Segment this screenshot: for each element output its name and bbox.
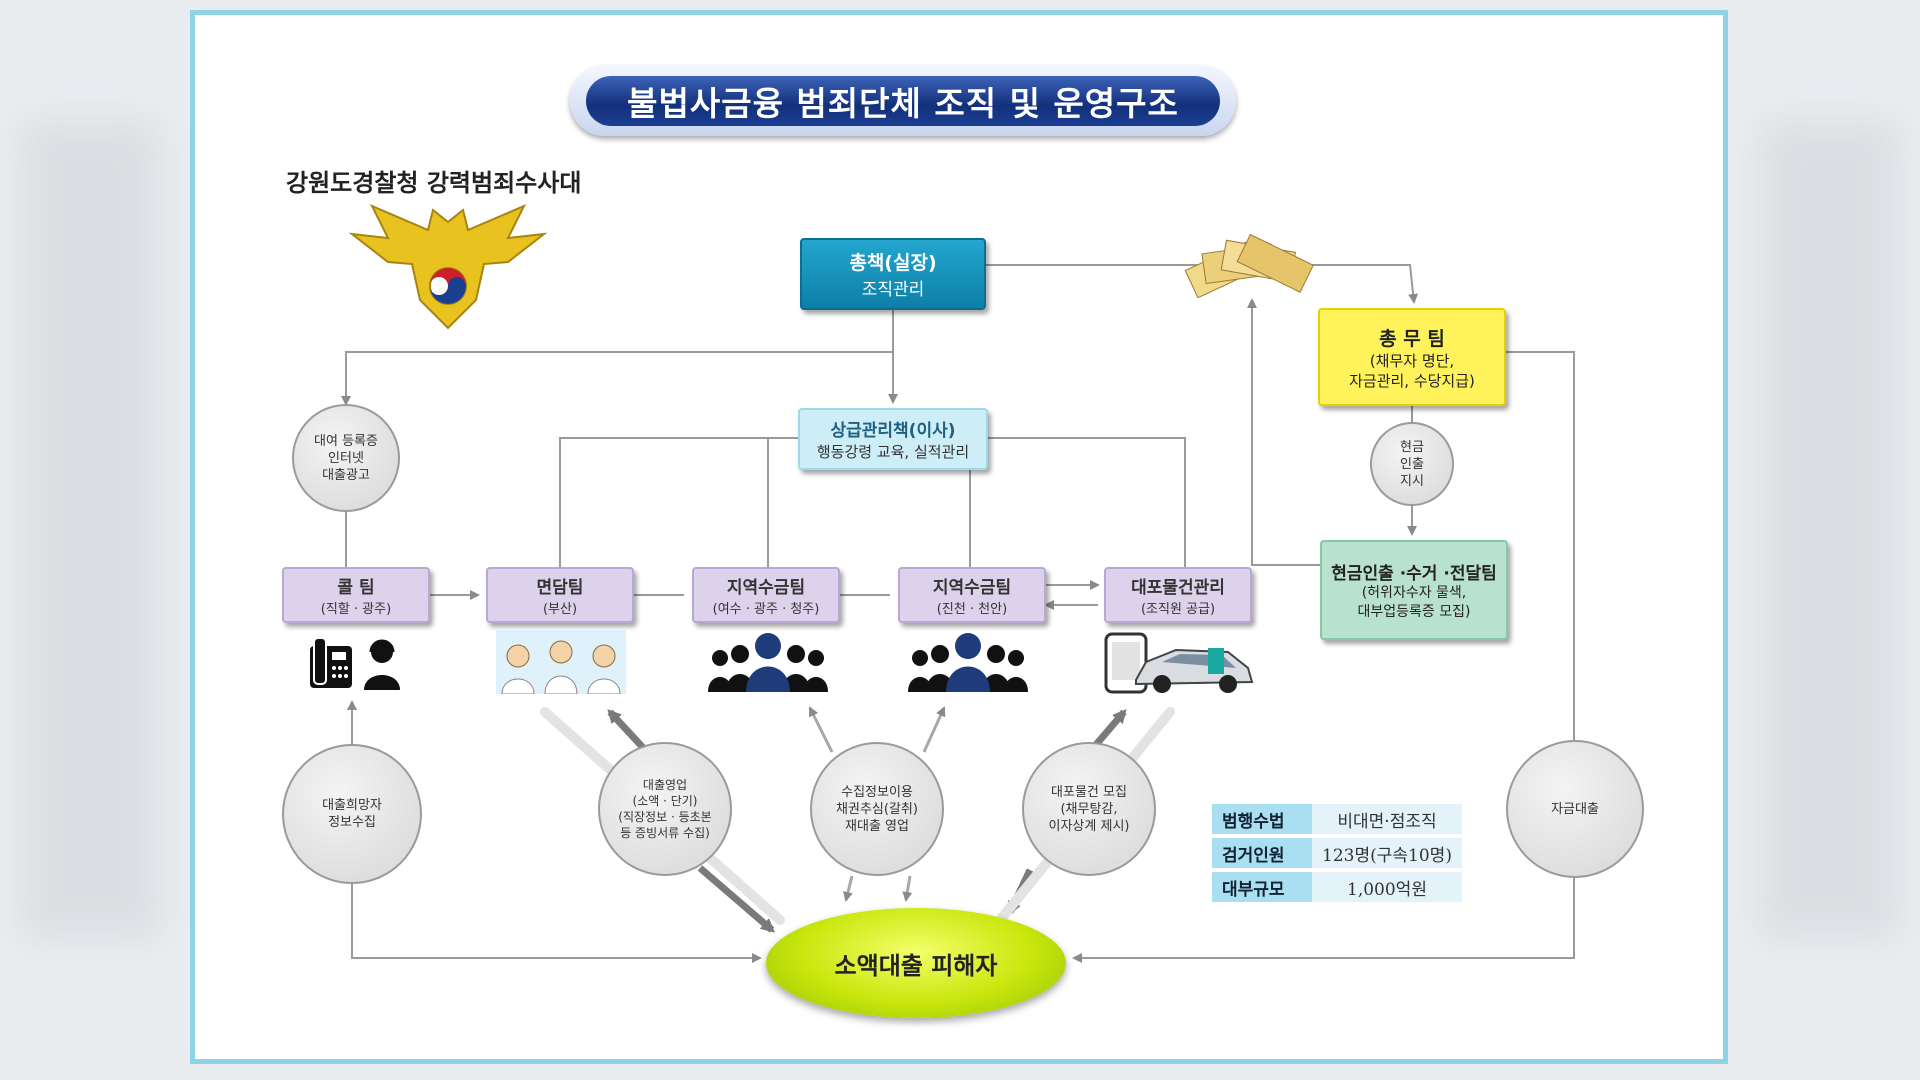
- title-banner: 불법사금융 범죄단체 조직 및 운영구조: [570, 66, 1236, 136]
- team-regional-1-sub: (여수 · 광주 · 청주): [712, 602, 820, 617]
- cash-team-desc: (허위자수자 물색, 대부업등록증 모집): [1357, 584, 1471, 620]
- circle-collect-info: 대출희망자 정보수집: [282, 744, 422, 884]
- background-blur-left: [20, 120, 160, 940]
- team-call-sub: (직할 · 광주): [320, 602, 392, 617]
- stats-value: 비대면·점조직: [1312, 804, 1462, 834]
- diagram-title: 불법사금융 범죄단체 조직 및 운영구조: [586, 76, 1220, 126]
- stats-key: 대부규모: [1212, 872, 1312, 902]
- circle-loan-sales: 대출영업 (소액 · 단기) (직장정보 · 등초본 등 증빙서류 수집): [598, 742, 732, 876]
- circle-fund-loan: 자금대출: [1506, 740, 1644, 878]
- manager-role: 행동강령 교육, 실적관리: [816, 443, 970, 461]
- stats-value: 1,000억원: [1312, 872, 1462, 902]
- team-regional-2-title: 지역수금팀: [932, 578, 1012, 598]
- money-fan-icon: [1184, 233, 1314, 298]
- team-fake-goods: 대포물건관리 (조직원 공급): [1104, 567, 1252, 623]
- cash-team-box: 현금인출 ·수거 ·전달팀 (허위자수자 물색, 대부업등록증 모집): [1320, 540, 1508, 640]
- team-regional-1-title: 지역수금팀: [726, 578, 806, 598]
- boss-box: 총책(실장) 조직관리: [800, 238, 986, 310]
- crowd-icon: [708, 633, 828, 692]
- telephone-icon: [310, 637, 352, 688]
- stats-row: 범행수법 비대면·점조직: [1212, 804, 1462, 834]
- team-fake-goods-title: 대포물건관리: [1131, 578, 1225, 598]
- stats-row: 대부규모 1,000억원: [1212, 872, 1462, 902]
- car-icon: [1135, 648, 1254, 693]
- circle-ads: 대여 등록증 인터넷 대출광고: [292, 404, 400, 512]
- team-call: 콜 팀 (직할 · 광주): [282, 567, 430, 623]
- circle-fake-goods: 대포물건 모집 (채무탕감, 이자상계 제시): [1022, 742, 1156, 876]
- phone-device-icon: [1104, 632, 1148, 694]
- people-meeting-icon: [496, 630, 626, 694]
- circle-cash-order: 현금 인출 지시: [1370, 422, 1454, 506]
- team-fake-goods-sub: (조직원 공급): [1140, 602, 1216, 617]
- background-blur-right: [1760, 120, 1900, 940]
- boss-role: 조직관리: [861, 280, 925, 300]
- team-meeting: 면담팀 (부산): [486, 567, 634, 623]
- stats-table: 범행수법 비대면·점조직 검거인원 123명(구속10명) 대부규모 1,000…: [1212, 800, 1462, 906]
- operator-icon: [364, 639, 400, 690]
- manager-box: 상급관리책(이사) 행동강령 교육, 실적관리: [798, 408, 988, 470]
- team-meeting-title: 면담팀: [536, 578, 584, 598]
- department-label: 강원도경찰청 강력범죄수사대: [286, 168, 582, 197]
- victim-ellipse: 소액대출 피해자: [766, 908, 1066, 1018]
- circle-debt-collect: 수집정보이용 채권추심(갈취) 재대출 영업: [810, 742, 944, 876]
- boss-title: 총책(실장): [849, 252, 937, 274]
- team-regional-2: 지역수금팀 (진천 · 천안): [898, 567, 1046, 623]
- general-team-box: 총 무 팀 (채무자 명단, 자금관리, 수당지급): [1318, 308, 1506, 406]
- general-team-title: 총 무 팀: [1379, 327, 1445, 350]
- manager-title: 상급관리책(이사): [830, 421, 956, 441]
- stats-key: 검거인원: [1212, 838, 1312, 868]
- team-regional-1: 지역수금팀 (여수 · 광주 · 청주): [692, 567, 840, 623]
- cash-team-title: 현금인출 ·수거 ·전달팀: [1331, 563, 1497, 584]
- stats-value: 123명(구속10명): [1312, 838, 1462, 868]
- general-team-desc: (채무자 명단, 자금관리, 수당지급): [1349, 351, 1475, 390]
- team-call-title: 콜 팀: [337, 578, 375, 598]
- police-emblem-icon: [348, 204, 548, 330]
- team-regional-2-sub: (진천 · 천안): [936, 602, 1008, 617]
- stats-key: 범행수법: [1212, 804, 1312, 834]
- crowd-icon: [908, 633, 1028, 692]
- team-meeting-sub: (부산): [542, 602, 578, 617]
- stats-row: 검거인원 123명(구속10명): [1212, 838, 1462, 868]
